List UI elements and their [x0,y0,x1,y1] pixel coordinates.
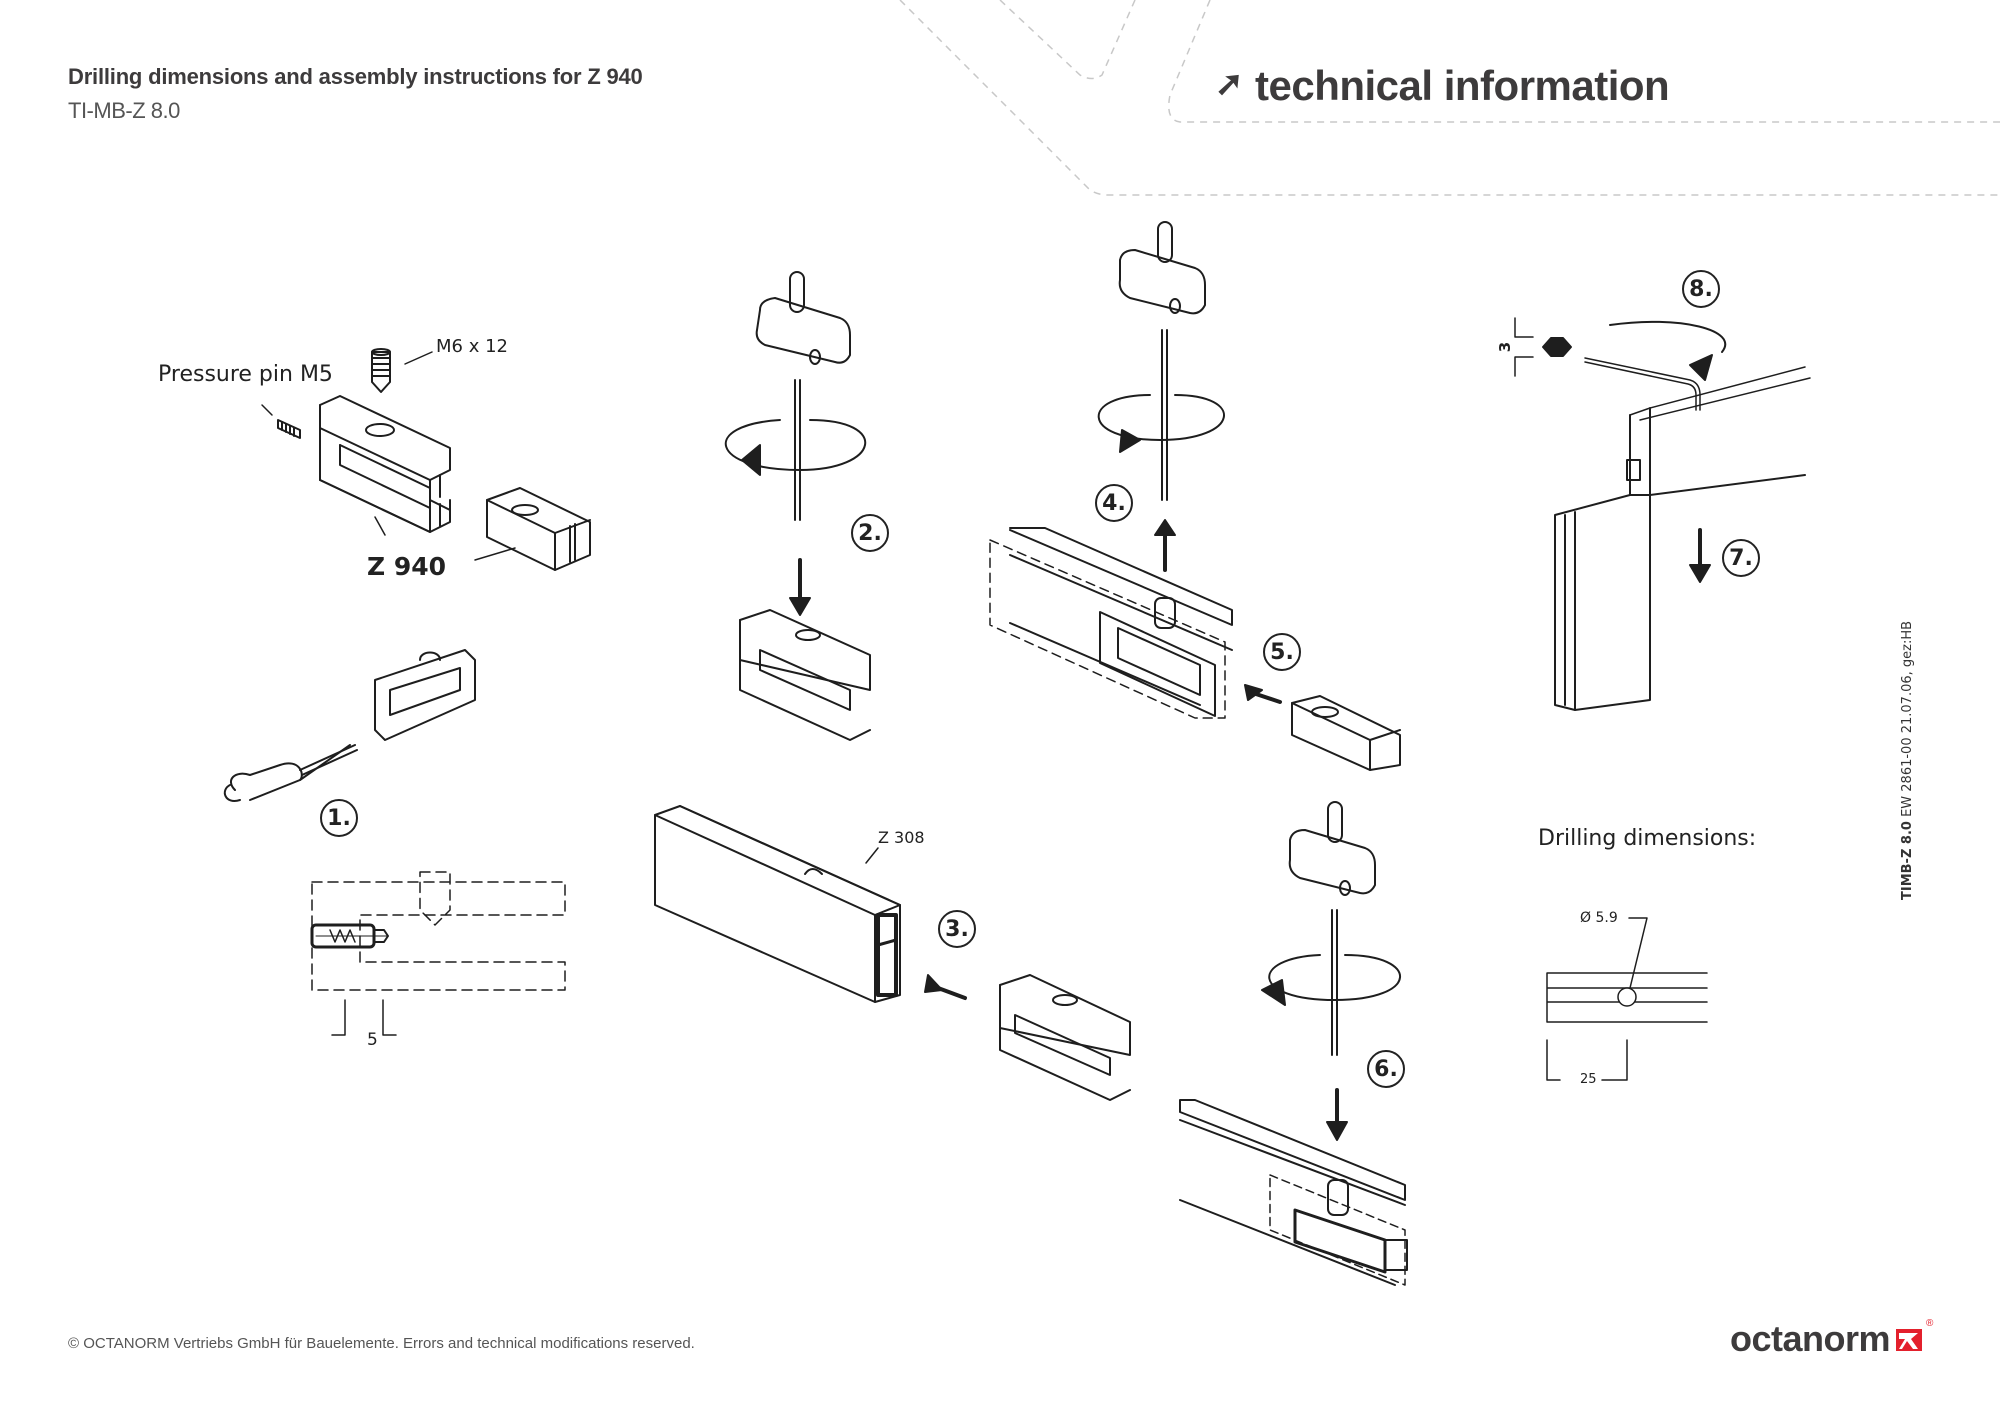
pin-offset-dimension: 5 [367,1030,378,1050]
side-note-details: EW 2861-00 21.07.06, gez:HB [1900,620,1915,817]
step6-t-handle-key [1261,801,1401,1056]
step-badge-1: 1. [320,799,358,837]
document-code: TI-MB-Z 8.0 [68,98,180,123]
pressure-pin-label: Pressure pin M5 [158,362,333,387]
step-badge-7: 7. [1722,539,1760,577]
step1-clamp-with-screwdriver [223,649,476,802]
side-note-code: TIMB-Z 8.0 [1900,821,1915,900]
title-dashed-frame [1168,0,2000,123]
step-badge-6: 6. [1367,1050,1405,1088]
step2-clamp [739,609,871,741]
step5-arrow-head [1244,684,1263,701]
copyright-notice: © OCTANORM Vertriebs GmbH für Bauelement… [68,1335,695,1352]
m6-set-screw [371,348,433,393]
screw-label: M6 x 12 [436,336,508,357]
step-badge-4: 4. [1095,484,1133,522]
registered-mark: ® [1926,1318,1934,1329]
step6-profile-assembled [1179,1099,1408,1286]
step-badge-5: 5. [1263,633,1301,671]
z940-clamp-body [319,395,451,533]
arrow-up-right-icon: ➚ [1215,65,1244,103]
z940-wedge-block [374,487,591,571]
pressure-pin [261,404,301,439]
step4-profile-with-clamp [989,527,1233,719]
section-heading: ➚ technical information [1215,62,1670,110]
outer-dashed-line [899,0,2000,196]
step7-arrow-head [1689,564,1711,583]
step-badge-2: 2. [851,514,889,552]
step3-arrow-head [924,974,943,993]
product-label: Z 940 [367,552,447,581]
step6-arrow-head [1326,1121,1348,1141]
step2-t-handle-key [724,271,867,616]
pressure-pin-section [310,923,397,1036]
step4-t-handle-key [1097,221,1225,501]
hole-diameter-label: Ø 5.9 [1580,910,1618,926]
hex-key-size: 3 [1496,341,1515,353]
step7-panel-frame [1554,366,1811,711]
section-title-text: technical information [1255,62,1670,109]
octanorm-logo: octanorm ® [1730,1318,1933,1360]
step1-section-drawing [311,871,566,991]
drilling-dimension-drawing [1546,917,1708,1081]
step5-wedge-block [1291,695,1401,771]
step8-hex-key [1514,317,1727,411]
document-title: Drilling dimensions and assembly instruc… [68,64,643,89]
document-side-note: TIMB-Z 8.0 EW 2861-00 21.07.06, gez:HB [1900,621,1915,900]
octanorm-logo-mark-icon [1896,1329,1923,1351]
step-badge-8: 8. [1682,270,1720,308]
logo-wordmark: octanorm [1730,1318,1891,1359]
hole-distance-label: 25 [1580,1072,1597,1087]
inner-dashed-v [999,0,1136,80]
step3-clamp [999,974,1131,1101]
drilling-dimensions-title: Drilling dimensions: [1538,826,1757,851]
step-badge-3: 3. [938,910,976,948]
step4-arrow-head [1154,519,1176,536]
profile-label: Z 308 [878,828,925,847]
z308-profile [654,805,901,1003]
